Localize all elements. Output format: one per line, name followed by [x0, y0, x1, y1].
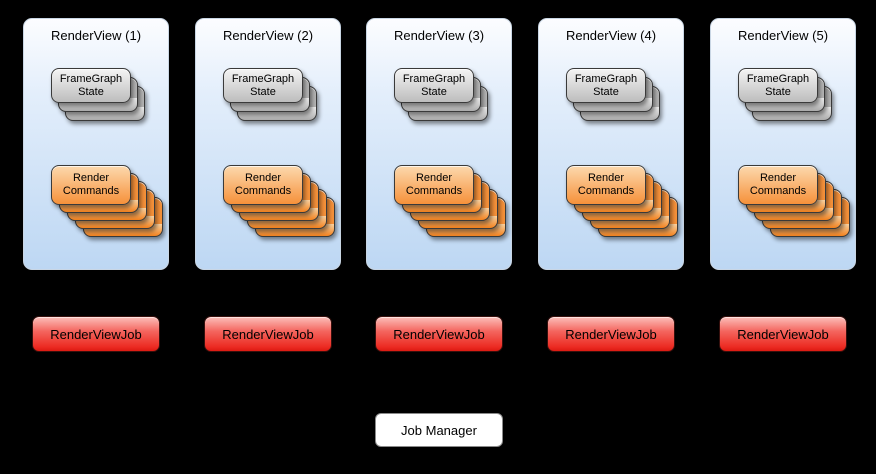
render-commands-label: Render Commands — [62, 172, 120, 197]
framegraph-state-card: FrameGraph State — [223, 68, 303, 103]
framegraph-state-label: FrameGraph State — [574, 72, 638, 98]
renderviewjob-label: RenderViewJob — [222, 326, 314, 342]
renderviewjob-box-3: RenderViewJob — [375, 316, 503, 352]
render-commands-stack: Render Commands — [566, 165, 679, 238]
render-commands-label: Render Commands — [577, 172, 635, 197]
renderviewjob-box-4: RenderViewJob — [547, 316, 675, 352]
framegraph-state-card: FrameGraph State — [394, 68, 474, 103]
framegraph-state-stack: FrameGraph State — [51, 68, 146, 122]
framegraph-state-stack: FrameGraph State — [738, 68, 833, 122]
framegraph-state-stack: FrameGraph State — [394, 68, 489, 122]
framegraph-state-stack: FrameGraph State — [566, 68, 661, 122]
renderviewjob-label: RenderViewJob — [393, 326, 485, 342]
renderviewjob-label: RenderViewJob — [50, 326, 142, 342]
render-commands-stack: Render Commands — [223, 165, 336, 238]
renderview-panel-4: RenderView (4) FrameGraph State Render C… — [538, 18, 684, 270]
render-commands-label: Render Commands — [405, 172, 463, 197]
render-commands-card: Render Commands — [51, 165, 131, 205]
renderview-panel-5: RenderView (5) FrameGraph State Render C… — [710, 18, 856, 270]
renderviewjob-box-1: RenderViewJob — [32, 316, 160, 352]
framegraph-state-label: FrameGraph State — [402, 72, 466, 98]
render-commands-stack: Render Commands — [738, 165, 851, 238]
renderview-panel-2: RenderView (2) FrameGraph State Render C… — [195, 18, 341, 270]
renderview-title: RenderView (2) — [222, 28, 314, 43]
framegraph-state-card: FrameGraph State — [566, 68, 646, 103]
framegraph-state-card: FrameGraph State — [738, 68, 818, 103]
renderviewjob-box-5: RenderViewJob — [719, 316, 847, 352]
framegraph-state-label: FrameGraph State — [746, 72, 810, 98]
framegraph-state-label: FrameGraph State — [59, 72, 123, 98]
render-commands-stack: Render Commands — [394, 165, 507, 238]
framegraph-state-stack: FrameGraph State — [223, 68, 318, 122]
job-manager-label: Job Manager — [401, 422, 477, 438]
render-commands-label: Render Commands — [234, 172, 292, 197]
job-manager-box: Job Manager — [375, 413, 503, 447]
renderview-title: RenderView (4) — [565, 28, 657, 43]
framegraph-state-card: FrameGraph State — [51, 68, 131, 103]
framegraph-state-label: FrameGraph State — [231, 72, 295, 98]
renderview-panel-1: RenderView (1) FrameGraph State Render C… — [23, 18, 169, 270]
renderviewjob-box-2: RenderViewJob — [204, 316, 332, 352]
renderview-title: RenderView (1) — [50, 28, 142, 43]
render-commands-card: Render Commands — [738, 165, 818, 205]
renderview-title: RenderView (3) — [393, 28, 485, 43]
renderviewjob-label: RenderViewJob — [737, 326, 829, 342]
render-commands-card: Render Commands — [394, 165, 474, 205]
render-commands-card: Render Commands — [566, 165, 646, 205]
render-commands-label: Render Commands — [749, 172, 807, 197]
renderview-panel-3: RenderView (3) FrameGraph State Render C… — [366, 18, 512, 270]
render-commands-stack: Render Commands — [51, 165, 164, 238]
render-commands-card: Render Commands — [223, 165, 303, 205]
renderview-title: RenderView (5) — [737, 28, 829, 43]
renderviewjob-label: RenderViewJob — [565, 326, 657, 342]
